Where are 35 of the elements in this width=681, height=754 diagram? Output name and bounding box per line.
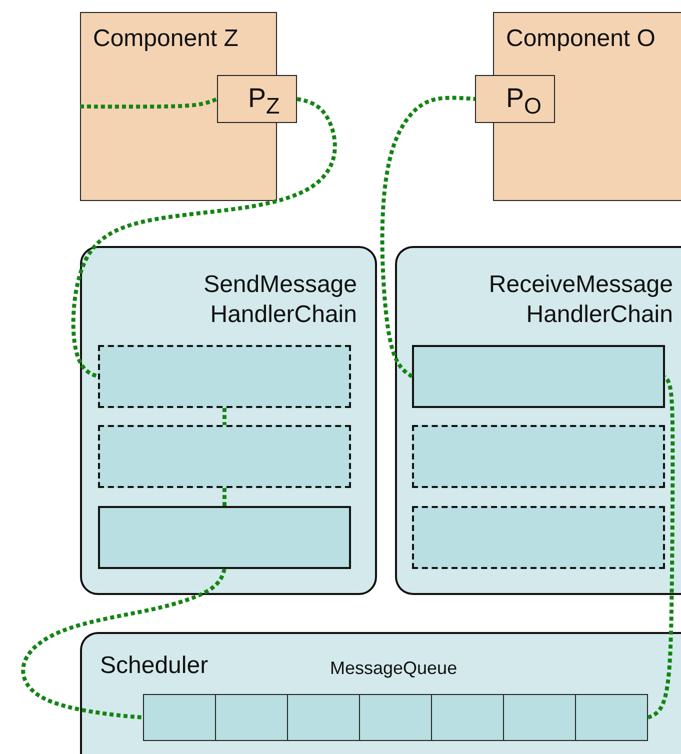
queue-slot: [503, 694, 576, 741]
chain-title: SendMessage HandlerChain: [202, 270, 357, 330]
connector-line: [647, 375, 675, 720]
queue-slot: [575, 694, 648, 741]
connector-line: [21, 568, 226, 720]
port-label: P$_{Z}$: [248, 83, 280, 120]
scheduler-title: Scheduler: [100, 652, 208, 680]
queue-label: MessageQueue: [330, 658, 458, 679]
connector-line: [80, 97, 218, 109]
connector-line: [222, 488, 226, 506]
queue-slot: [287, 694, 360, 741]
connector-line: [71, 97, 337, 378]
handler-box: [98, 345, 351, 408]
port-box: [475, 75, 555, 123]
component-title: Component O: [506, 25, 656, 53]
component-title: Component Z: [93, 25, 238, 53]
handler-box: [412, 345, 665, 408]
handler-chain-panel: [395, 246, 681, 595]
queue-slot: [143, 694, 216, 741]
handler-chain-panel: [80, 246, 377, 595]
queue-slot: [359, 694, 432, 741]
component-box: [493, 12, 681, 201]
handler-box: [412, 425, 665, 488]
chain-title: ReceiveMessage HandlerChain: [488, 270, 673, 330]
handler-box: [412, 506, 665, 569]
port-box: [217, 75, 297, 123]
handler-box: [98, 506, 351, 569]
queue-slot: [431, 694, 504, 741]
connector-line: [222, 408, 226, 425]
scheduler-panel: [80, 632, 681, 754]
connector-line: [380, 96, 476, 378]
component-box: [80, 12, 277, 201]
port-label: P$_{O}$: [506, 83, 542, 120]
handler-box: [98, 425, 351, 488]
queue-slot: [215, 694, 288, 741]
